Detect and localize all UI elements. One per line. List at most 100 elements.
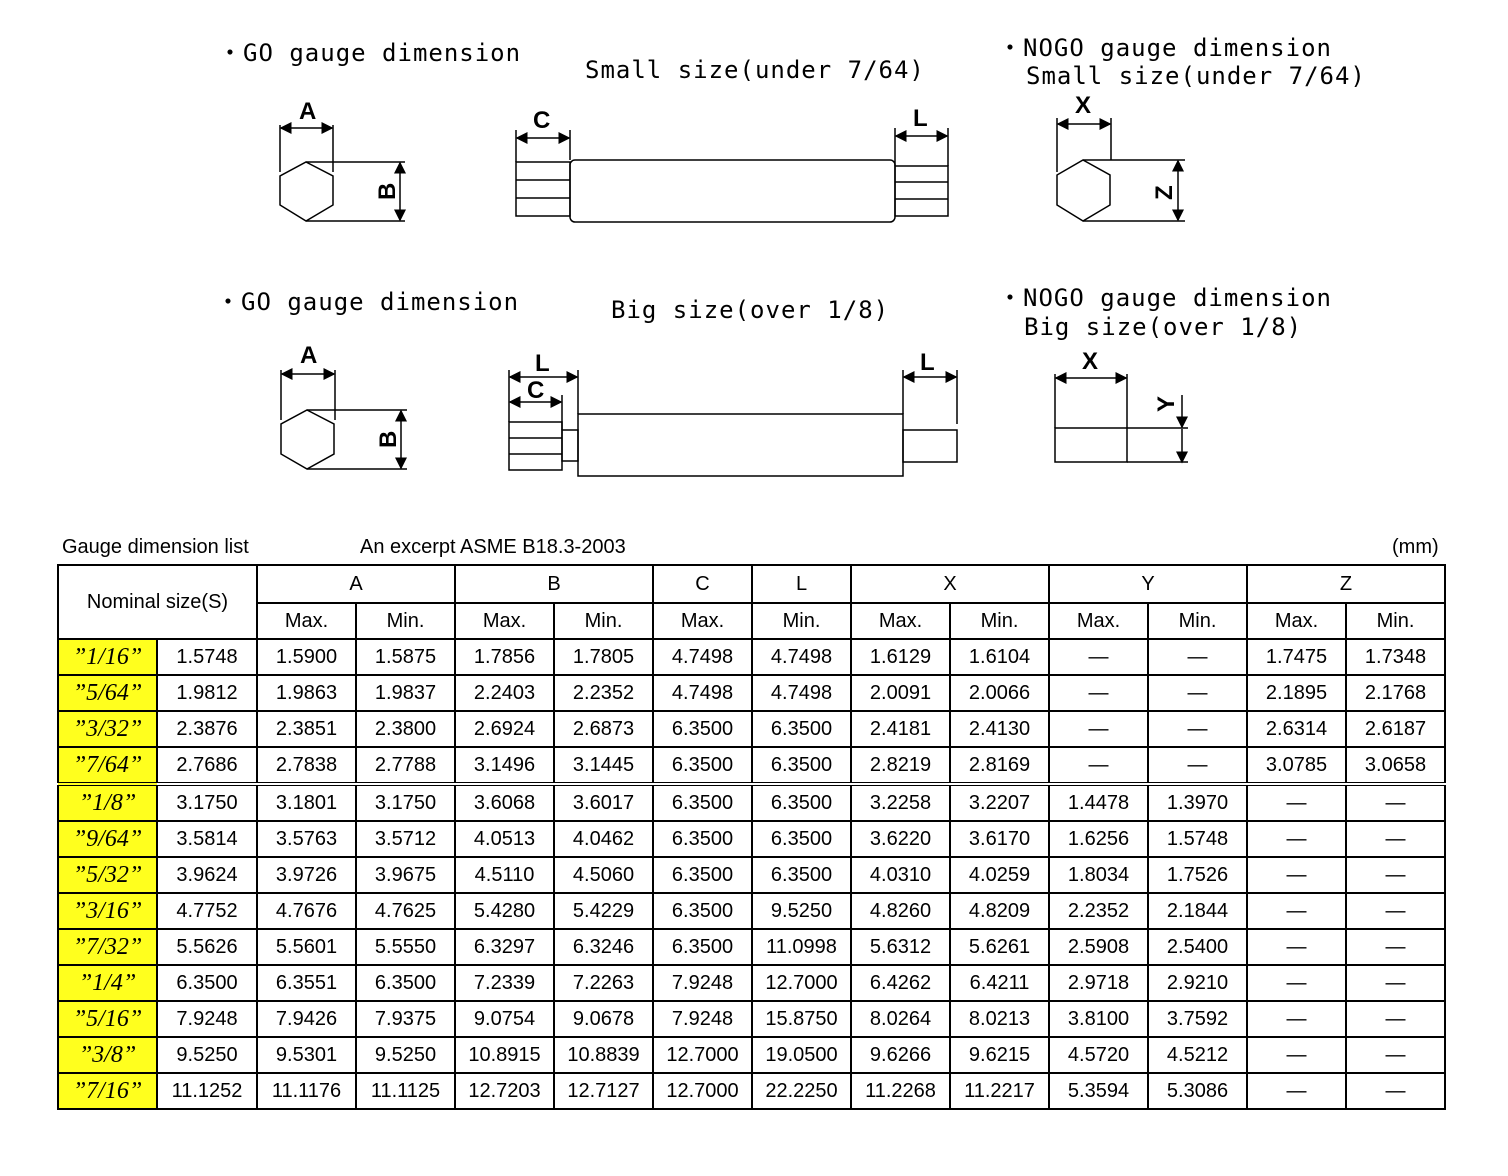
table-cell: — xyxy=(1246,856,1347,894)
table-cell: 2.9210 xyxy=(1147,964,1248,1002)
table-cell: 3.9675 xyxy=(355,856,456,894)
table-cell: 1.7348 xyxy=(1345,638,1446,676)
table-cell: 4.7625 xyxy=(355,892,456,930)
nominal-size-fraction: ”7/32” xyxy=(57,928,158,966)
table-cell: 1.6129 xyxy=(850,638,951,676)
table-cell: 5.6312 xyxy=(850,928,951,966)
table-cell: 6.3500 xyxy=(751,782,852,822)
table-cell: 3.0658 xyxy=(1345,746,1446,785)
label-x-big: X xyxy=(1082,348,1098,375)
column-limit-header: Max. xyxy=(652,602,753,640)
table-cell: 4.0310 xyxy=(850,856,951,894)
nogo-small-heading: ・NOGO gauge dimension xyxy=(998,34,1332,62)
table-cell: 12.7203 xyxy=(454,1072,555,1110)
go-small-hex-drawing xyxy=(279,122,406,222)
label-z-small: Z xyxy=(1151,185,1178,200)
table-cell: 9.5301 xyxy=(256,1036,357,1074)
column-limit-header: Min. xyxy=(553,602,654,640)
table-cell: — xyxy=(1246,820,1347,858)
nominal-size-value: 3.9624 xyxy=(156,856,258,894)
table-cell: 1.7805 xyxy=(553,638,654,676)
label-l2-big: L xyxy=(920,349,935,376)
nominal-size-header: Nominal size(S) xyxy=(57,564,258,640)
table-cell: 2.0066 xyxy=(949,674,1050,712)
table-cell: — xyxy=(1345,1072,1446,1110)
table-cell: 6.3551 xyxy=(256,964,357,1002)
nominal-size-value: 1.9812 xyxy=(156,674,258,712)
table-cell: 6.3297 xyxy=(454,928,555,966)
table-cell: 7.9426 xyxy=(256,1000,357,1038)
table-cell: 6.4262 xyxy=(850,964,951,1002)
table-cell: 2.3851 xyxy=(256,710,357,748)
table-caption: Gauge dimension list xyxy=(62,536,249,558)
table-cell: 2.8169 xyxy=(949,746,1050,785)
table-cell: 6.4211 xyxy=(949,964,1050,1002)
label-x-small: X xyxy=(1075,92,1091,119)
nogo-big-heading: ・NOGO gauge dimension xyxy=(998,284,1332,312)
table-cell: 1.7475 xyxy=(1246,638,1347,676)
table-cell: 6.3500 xyxy=(751,746,852,785)
table-cell: 3.5712 xyxy=(355,820,456,858)
table-cell: 8.0264 xyxy=(850,1000,951,1038)
nominal-size-value: 3.5814 xyxy=(156,820,258,858)
table-cell: 2.2352 xyxy=(1048,892,1149,930)
table-cell: 4.5110 xyxy=(454,856,555,894)
table-cell: 4.7498 xyxy=(652,638,753,676)
label-c-small: C xyxy=(533,107,550,134)
table-cell: 2.5908 xyxy=(1048,928,1149,966)
table-cell: 1.6104 xyxy=(949,638,1050,676)
table-cell: 2.2403 xyxy=(454,674,555,712)
label-y-big: Y xyxy=(1153,396,1180,412)
table-cell: 9.6215 xyxy=(949,1036,1050,1074)
table-cell: 15.8750 xyxy=(751,1000,852,1038)
table-cell: 3.2207 xyxy=(949,782,1050,822)
table-cell: 11.0998 xyxy=(751,928,852,966)
table-cell: — xyxy=(1345,1036,1446,1074)
column-limit-header: Max. xyxy=(850,602,951,640)
table-cell: 4.0462 xyxy=(553,820,654,858)
nominal-size-value: 11.1252 xyxy=(156,1072,258,1110)
table-cell: 2.0091 xyxy=(850,674,951,712)
table-cell: 1.3970 xyxy=(1147,782,1248,822)
table-cell: 3.1496 xyxy=(454,746,555,785)
table-cell: 7.2263 xyxy=(553,964,654,1002)
table-cell: 10.8839 xyxy=(553,1036,654,1074)
small-size-title: Small size(under 7/64) xyxy=(585,56,925,84)
label-b-big: B xyxy=(375,431,402,448)
table-cell: 3.6170 xyxy=(949,820,1050,858)
label-l-small: L xyxy=(913,105,928,132)
table-cell: — xyxy=(1345,856,1446,894)
table-cell: 6.3500 xyxy=(652,928,753,966)
table-cell: 1.9837 xyxy=(355,674,456,712)
table-cell: 12.7127 xyxy=(553,1072,654,1110)
table-cell: 11.1125 xyxy=(355,1072,456,1110)
nominal-size-value: 6.3500 xyxy=(156,964,258,1002)
table-cell: 5.5550 xyxy=(355,928,456,966)
table-cell: — xyxy=(1048,746,1149,785)
table-cell: 4.7498 xyxy=(652,674,753,712)
table-cell: 7.9248 xyxy=(652,1000,753,1038)
table-cell: 5.3594 xyxy=(1048,1072,1149,1110)
table-cell: 2.2352 xyxy=(553,674,654,712)
table-cell: 7.9248 xyxy=(652,964,753,1002)
table-cell: 1.5748 xyxy=(1147,820,1248,858)
label-a-small: A xyxy=(299,98,316,125)
nominal-size-value: 2.7686 xyxy=(156,746,258,785)
column-limit-header: Min. xyxy=(751,602,852,640)
table-cell: — xyxy=(1345,928,1446,966)
table-cell: 2.4181 xyxy=(850,710,951,748)
table-cell: 5.5601 xyxy=(256,928,357,966)
table-cell: 5.3086 xyxy=(1147,1072,1248,1110)
nominal-size-fraction: ”1/4” xyxy=(57,964,158,1002)
table-cell: 9.5250 xyxy=(355,1036,456,1074)
nominal-size-fraction: ”1/8” xyxy=(57,782,158,822)
table-cell: 6.3500 xyxy=(355,964,456,1002)
table-cell: 5.4229 xyxy=(553,892,654,930)
table-cell: — xyxy=(1345,820,1446,858)
table-cell: 2.7838 xyxy=(256,746,357,785)
